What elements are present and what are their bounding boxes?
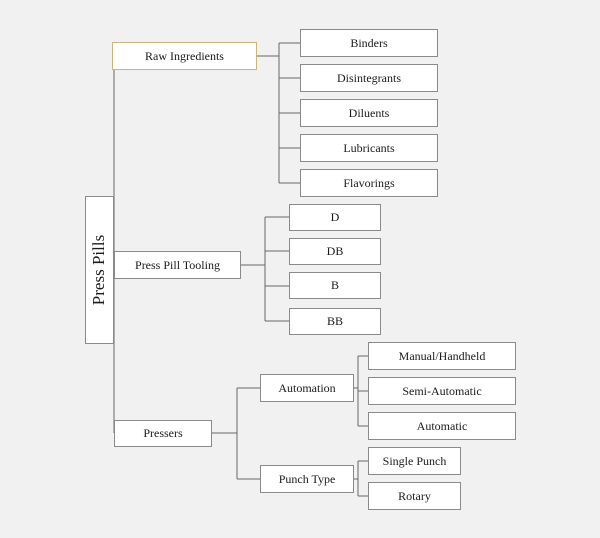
leaf-label: DB bbox=[326, 244, 344, 258]
leaf-label: Diluents bbox=[348, 105, 390, 120]
node-label: Automation bbox=[278, 380, 336, 395]
leaf-semi-automatic: Semi-Automatic bbox=[368, 377, 516, 405]
leaf-label: Manual/Handheld bbox=[398, 348, 486, 363]
leaf-binders: Binders bbox=[300, 29, 438, 57]
leaf-label: Lubricants bbox=[343, 140, 395, 155]
leaf-label: B bbox=[330, 278, 339, 292]
leaf-label: Binders bbox=[350, 35, 388, 50]
leaf-tooling-db: DB bbox=[289, 238, 381, 265]
leaf-label: Semi-Automatic bbox=[402, 383, 482, 398]
leaf-flavorings: Flavorings bbox=[300, 169, 438, 197]
node-raw-ingredients: Raw Ingredients bbox=[112, 42, 257, 70]
node-punch-type: Punch Type bbox=[260, 465, 354, 493]
leaf-rotary: Rotary bbox=[368, 482, 461, 510]
node-press-pill-tooling: Press Pill Tooling bbox=[114, 251, 241, 279]
leaf-manual-handheld: Manual/Handheld bbox=[368, 342, 516, 370]
node-automation: Automation bbox=[260, 374, 354, 402]
leaf-tooling-d: D bbox=[289, 204, 381, 231]
leaf-single-punch: Single Punch bbox=[368, 447, 461, 475]
node-pressers: Pressers bbox=[114, 420, 212, 447]
leaf-label: BB bbox=[326, 314, 343, 328]
leaf-label: Single Punch bbox=[382, 453, 447, 468]
leaf-label: Flavorings bbox=[343, 175, 395, 190]
leaf-disintegrants: Disintegrants bbox=[300, 64, 438, 92]
node-label: Pressers bbox=[143, 426, 183, 440]
leaf-automatic: Automatic bbox=[368, 412, 516, 440]
root-node: Press Pills bbox=[85, 196, 114, 344]
node-label: Punch Type bbox=[278, 471, 336, 486]
leaf-label: Disintegrants bbox=[337, 70, 401, 85]
leaf-tooling-b: B bbox=[289, 272, 381, 299]
node-label: Press Pill Tooling bbox=[135, 257, 220, 272]
leaf-label: Automatic bbox=[416, 418, 468, 433]
leaf-label: D bbox=[330, 210, 340, 224]
root-label: Press Pills bbox=[89, 234, 109, 306]
leaf-label: Rotary bbox=[398, 488, 431, 503]
node-label: Raw Ingredients bbox=[145, 48, 224, 63]
leaf-diluents: Diluents bbox=[300, 99, 438, 127]
leaf-lubricants: Lubricants bbox=[300, 134, 438, 162]
leaf-tooling-bb: BB bbox=[289, 308, 381, 335]
